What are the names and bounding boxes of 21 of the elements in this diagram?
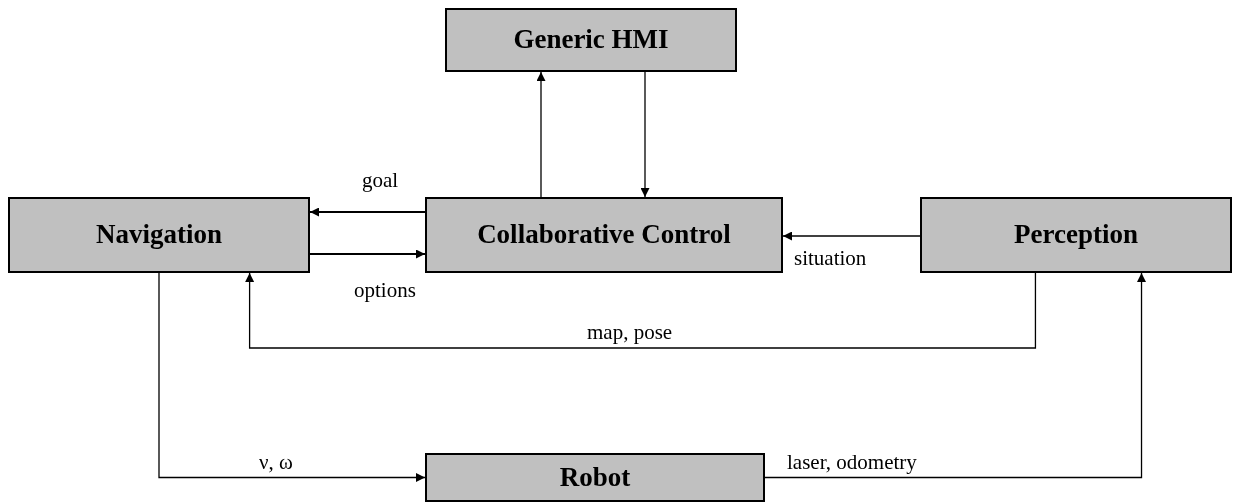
arrow	[245, 272, 1037, 349]
arrow	[309, 207, 426, 217]
box-label: Collaborative Control	[477, 218, 731, 252]
arrow	[536, 71, 546, 198]
process-box	[425, 453, 765, 502]
box-label: Perception	[1014, 218, 1138, 252]
process-box	[445, 8, 737, 72]
edge-label: laser, odometry	[785, 452, 919, 473]
arrow	[764, 272, 1146, 479]
process-box	[920, 197, 1232, 273]
box-label: Robot	[559, 460, 631, 494]
box-label: Navigation	[96, 218, 222, 252]
arrow	[782, 231, 921, 241]
box-label: Generic HMI	[513, 23, 669, 57]
arrow	[640, 71, 650, 198]
edge-label: goal	[360, 170, 401, 191]
edge-label: options	[352, 280, 418, 301]
arrow	[158, 272, 426, 482]
process-box	[8, 197, 310, 273]
arrow	[309, 249, 426, 259]
process-box	[425, 197, 783, 273]
